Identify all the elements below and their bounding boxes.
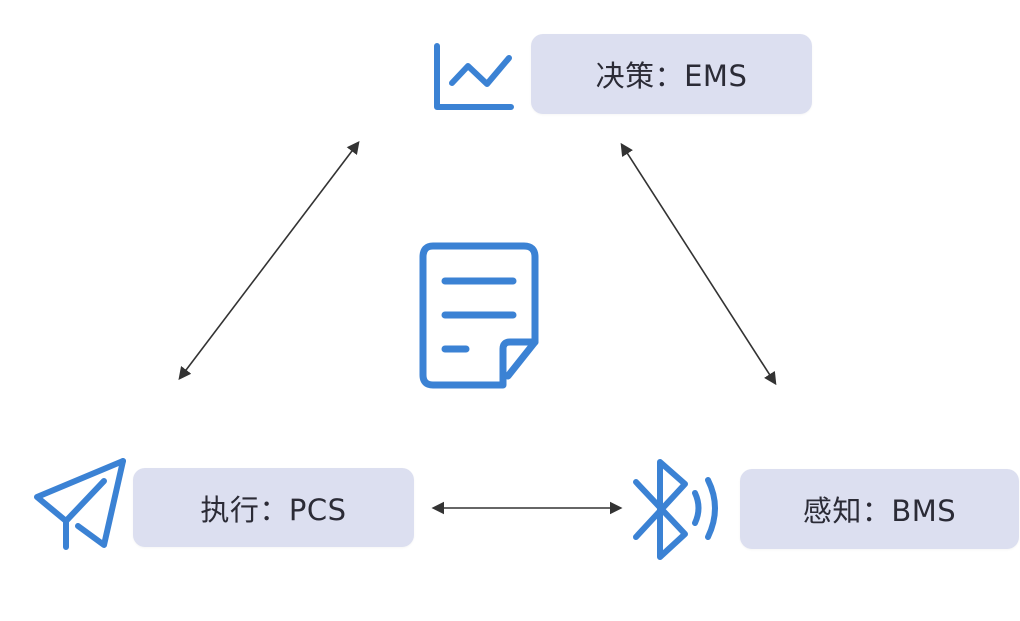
node-pcs-box: 执行：PCS xyxy=(133,468,414,547)
node-ems-label: 决策：EMS xyxy=(595,59,748,93)
node-bms-box: 感知：BMS xyxy=(740,469,1019,549)
bluetooth-signal-icon xyxy=(633,459,718,560)
arrow-ems-pcs xyxy=(178,140,360,381)
paper-plane-icon xyxy=(34,458,126,550)
arrow-ems-bms xyxy=(620,142,777,386)
node-ems-box: 决策：EMS xyxy=(531,34,812,114)
node-bms-label: 感知：BMS xyxy=(802,494,957,528)
node-pcs-label: 执行：PCS xyxy=(200,492,347,527)
line-chart-icon xyxy=(434,43,514,110)
document-icon xyxy=(419,242,539,389)
